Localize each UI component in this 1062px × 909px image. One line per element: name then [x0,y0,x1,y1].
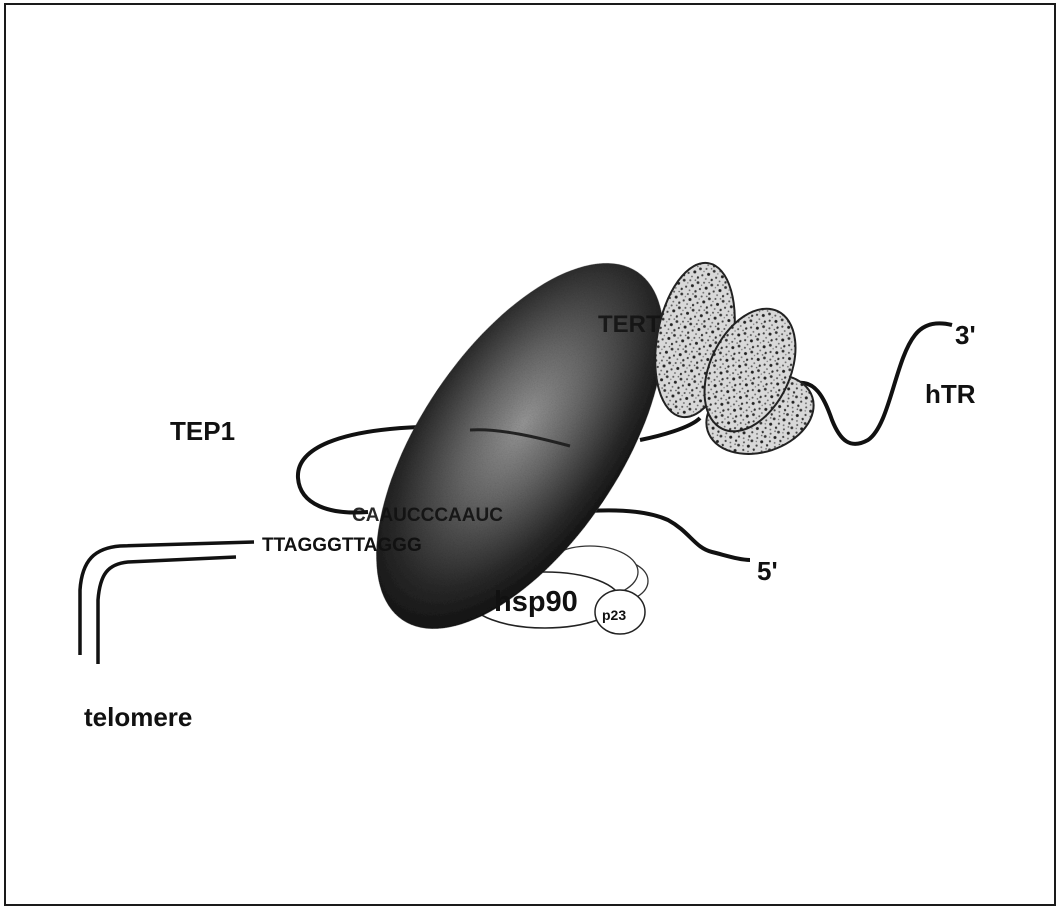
p23-label: p23 [602,607,626,623]
telomere-label: telomere [84,702,192,732]
hsp90-label: hsp90 [494,586,578,618]
tep1-loop-right [640,418,700,440]
template-rna-label: CAAUCCCAAUC [352,505,503,526]
three-prime-label: 3' [955,320,976,350]
htr-label: hTR [925,379,976,409]
tert-label: TERT [598,311,661,338]
tep1-label: TEP1 [170,416,235,446]
five-prime-label: 5' [757,556,778,586]
telomere-dna-label: TTAGGGTTAGGG [262,535,422,556]
telomere-strand-inner [98,557,236,664]
htr-rna-domains [644,257,824,468]
